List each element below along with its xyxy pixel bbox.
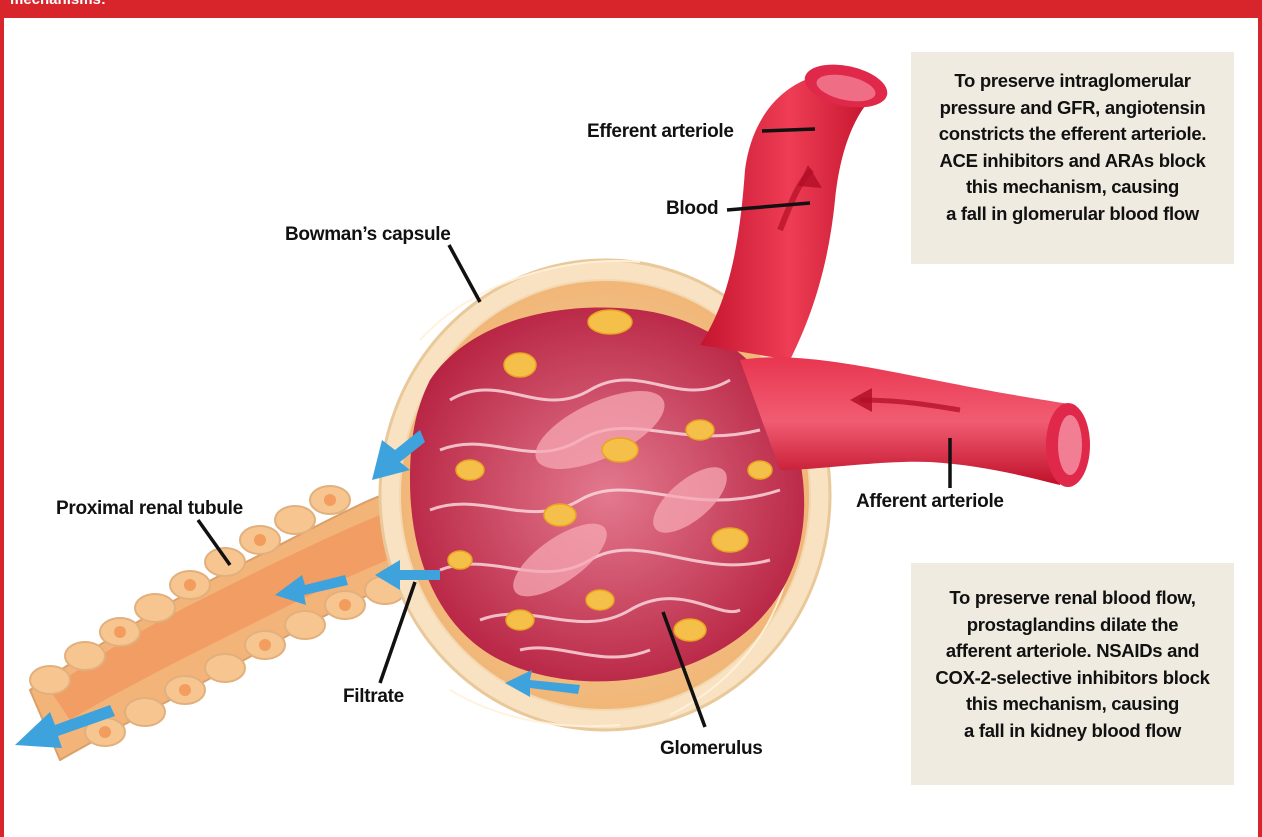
- note-efferent-line: To preserve intraglomerular: [919, 68, 1226, 95]
- label-blood: Blood: [666, 198, 718, 220]
- label-proximal-renal-tubule: Proximal renal tubule: [56, 498, 243, 520]
- note-efferent-line: this mechanism, causing: [919, 174, 1226, 201]
- label-afferent-arteriole: Afferent arteriole: [856, 491, 1004, 513]
- note-afferent-line: a fall in kidney blood flow: [919, 718, 1226, 745]
- note-afferent-line: To preserve renal blood flow,: [919, 585, 1226, 612]
- label-bowmans-capsule: Bowman’s capsule: [285, 224, 451, 246]
- note-efferent-line: a fall in glomerular blood flow: [919, 201, 1226, 228]
- label-glomerulus: Glomerulus: [660, 738, 763, 760]
- note-efferent-mechanism: To preserve intraglomerular pressure and…: [911, 52, 1234, 264]
- note-efferent-line: pressure and GFR, angiotensin: [919, 95, 1226, 122]
- note-afferent-mechanism: To preserve renal blood flow, prostaglan…: [911, 563, 1234, 785]
- leader-line-bowman: [449, 245, 480, 302]
- note-afferent-line: afferent arteriole. NSAIDs and: [919, 638, 1226, 665]
- afferent-arteriole-shape: [740, 357, 1090, 487]
- label-filtrate: Filtrate: [343, 686, 404, 708]
- note-afferent-line: prostaglandins dilate the: [919, 612, 1226, 639]
- note-efferent-line: ACE inhibitors and ARAs block: [919, 148, 1226, 175]
- note-efferent-line: constricts the efferent arteriole.: [919, 121, 1226, 148]
- note-afferent-line: this mechanism, causing: [919, 691, 1226, 718]
- label-efferent-arteriole: Efferent arteriole: [587, 121, 734, 143]
- note-afferent-line: COX-2-selective inhibitors block: [919, 665, 1226, 692]
- leader-line-efferent: [762, 129, 815, 131]
